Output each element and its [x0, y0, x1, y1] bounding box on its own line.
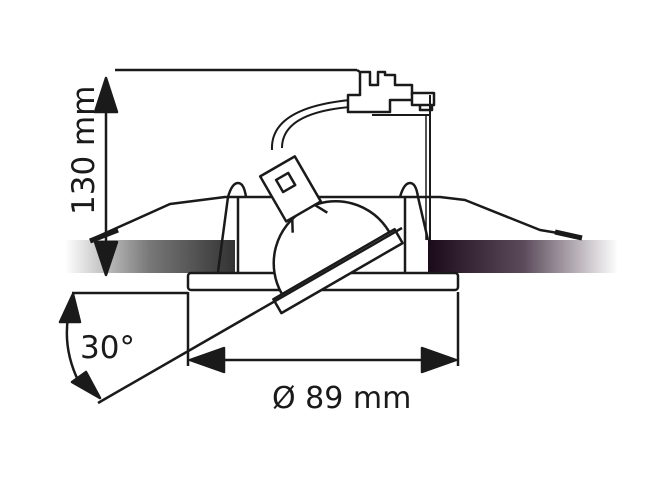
- ceiling: [65, 240, 618, 273]
- wire: [270, 99, 351, 151]
- spring-clips: [89, 181, 583, 244]
- diameter-label: Ø 89 mm: [272, 381, 411, 416]
- tilt-angle-indicator: [58, 226, 403, 405]
- tilt-label: 30°: [80, 330, 135, 366]
- diameter-dimension-arrow: [186, 292, 460, 374]
- height-dimension-arrow: [93, 76, 119, 277]
- terminal-connector: [346, 68, 436, 240]
- lamp: [258, 155, 404, 315]
- height-label: 130 mm: [66, 86, 102, 215]
